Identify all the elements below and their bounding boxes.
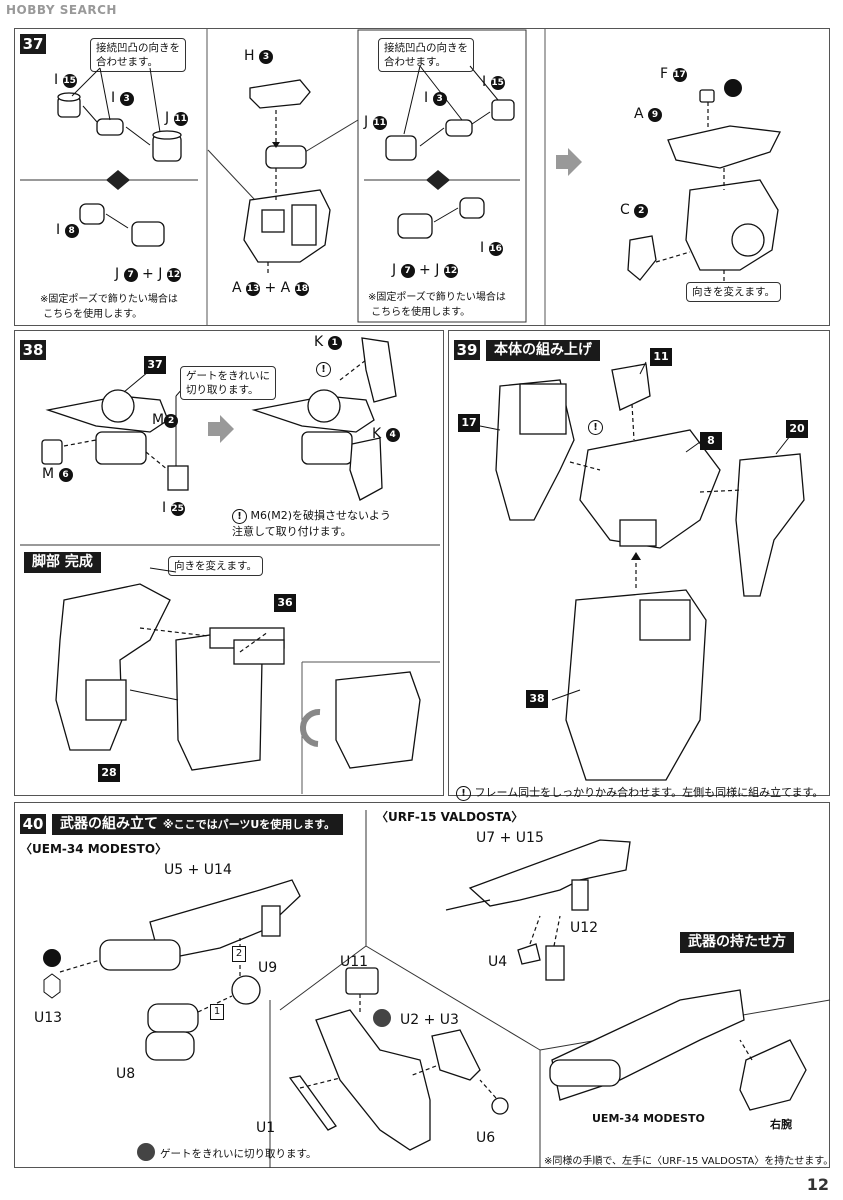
step39-illustration — [479, 361, 805, 781]
label-k4: K 4 — [372, 426, 400, 442]
label-u2-u3: U2 + U3 — [400, 1012, 459, 1028]
ref-step-17: 17 — [458, 414, 480, 432]
step37-bubble-2: 接続凹凸の向きを 合わせます。 — [378, 38, 474, 72]
step37-panel — [14, 28, 830, 326]
step37-parts-middle — [243, 79, 331, 276]
label-h3: H 3 — [244, 48, 273, 64]
label-u9: U9 — [258, 960, 278, 976]
step38-lines — [20, 337, 440, 546]
label-i25: I 25 — [162, 500, 185, 516]
caution-icon-39: ! — [588, 420, 603, 435]
step40-panel — [14, 802, 830, 1168]
label-j7-j12a: J 7 + J 12 — [115, 266, 181, 282]
label-i3b: I 3 — [424, 90, 447, 106]
step38-number: 38 — [20, 340, 46, 360]
label-u13: U13 — [34, 1010, 63, 1026]
step37-note-2: ※固定ポーズで飾りたい場合は こちらを使用します。 — [368, 292, 506, 318]
label-j11a: J 11 — [165, 110, 188, 126]
step-box-2: 2 — [232, 946, 246, 962]
step37-parts-left — [57, 67, 182, 247]
label-i3a: I 3 — [111, 90, 134, 106]
step38-panel — [14, 330, 444, 796]
step37-note-1: ※固定ポーズで飾りたい場合は こちらを使用します。 — [40, 294, 178, 320]
ref-step-8: 8 — [700, 432, 722, 450]
label-u7-u15: U7 + U15 — [476, 830, 544, 846]
step40-number: 40 — [20, 814, 46, 834]
ref-step-38: 38 — [526, 690, 548, 708]
valdosta-header: 〈URF-15 VALDOSTA〉 — [376, 810, 524, 824]
label-u8: U8 — [116, 1066, 136, 1082]
step39-caution: ! フレーム同士をしっかりかみ合わせます。左側も同様に組み立てます。 — [456, 784, 823, 801]
label-u5-u14: U5 + U14 — [164, 862, 232, 878]
ref-step-36: 36 — [274, 594, 296, 612]
next-arrow-38 — [208, 422, 220, 436]
caution-icon-39b: ! — [456, 786, 471, 801]
legs-turn-note: 向きを変えます。 — [168, 556, 263, 576]
label-c2: C 2 — [620, 202, 649, 218]
step-box-1: 1 — [210, 1004, 224, 1020]
legs-complete-banner: 脚部 完成 — [24, 552, 101, 573]
step37-bubble-1: 接続凹凸の向きを 合わせます。 — [90, 38, 186, 72]
step39-panel — [448, 330, 830, 796]
step38-caution: ! M6(M2)を破損させないよう 注意して取り付けます。 — [232, 509, 391, 538]
watermark: HOBBY SEARCH — [6, 3, 117, 17]
label-u12: U12 — [570, 920, 599, 936]
label-u4: U4 — [488, 954, 508, 970]
label-a13-a18: A 13 + A 18 — [232, 280, 309, 296]
label-j11b: J 11 — [364, 114, 387, 130]
label-k1: K 1 — [314, 334, 342, 350]
step39-number: 39 — [454, 340, 480, 360]
step37-turn-note: 向きを変えます。 — [686, 282, 781, 302]
hold-modesto-label: UEM-34 MODESTO — [592, 1112, 705, 1125]
label-i15b: I 15 — [482, 74, 505, 90]
ref-step-20: 20 — [786, 420, 808, 438]
hold-weapon-title: 武器の持たせ方 — [680, 932, 794, 953]
label-m6: M 6 — [42, 466, 73, 482]
step38-gate-bubble: ゲートをきれいに 切り取ります。 — [180, 366, 276, 400]
label-f17: F 17 — [660, 66, 687, 82]
label-u1: U1 — [256, 1120, 276, 1136]
label-u6: U6 — [476, 1130, 496, 1146]
step37-number: 37 — [20, 34, 46, 54]
next-arrow-37 — [556, 155, 568, 169]
step39-title: 本体の組み上げ — [486, 340, 600, 361]
step37-parts-right — [627, 79, 781, 282]
ref-step-11: 11 — [650, 348, 672, 366]
step37-dividers — [20, 28, 546, 326]
step37-parts-box — [385, 65, 515, 239]
gate-note: ゲートをきれいに切り取ります。 — [160, 1148, 317, 1160]
label-i15a: I 15 — [54, 72, 77, 88]
caution-icon: ! — [316, 362, 331, 377]
ref-step-28: 28 — [98, 764, 120, 782]
next-arrow-37-head — [568, 148, 582, 176]
label-a9: A 9 — [634, 106, 663, 122]
step40-title: 武器の組み立て ※ここではパーツUを使用します。 — [52, 814, 344, 835]
label-j7-j12b: J 7 + J 12 — [392, 262, 458, 278]
next-arrow-38-head — [220, 415, 234, 443]
legs-illustration — [55, 567, 440, 794]
ref-step-37: 37 — [144, 356, 166, 374]
label-i16: I 16 — [480, 240, 503, 256]
page-number: 12 — [806, 1175, 829, 1194]
label-i8: I 8 — [56, 222, 79, 238]
modesto-header: 〈UEM-34 MODESTO〉 — [20, 842, 168, 856]
label-u11: U11 — [340, 954, 369, 970]
hold-note: ※同様の手順で、左手に〈URF-15 VALDOSTA〉を持たせます。 — [544, 1156, 834, 1167]
right-arm-label: 右腕 — [770, 1118, 792, 1131]
